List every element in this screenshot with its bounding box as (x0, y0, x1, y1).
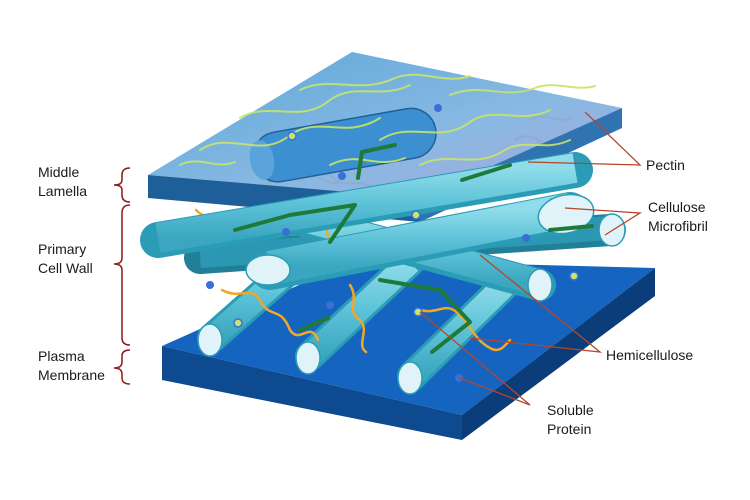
label-cellulose-microfibril: Cellulose Microfibril (648, 199, 709, 234)
protein-dot (326, 301, 334, 309)
plasma-membrane-bracket (113, 349, 131, 385)
upper-fibril-2 (245, 192, 595, 290)
left-brackets (113, 167, 131, 385)
primary-cell-wall-bracket (113, 204, 131, 346)
hemicellulose-link (460, 163, 512, 182)
protein-dot (413, 307, 423, 317)
protein-dot (411, 210, 421, 220)
label-middle-lamella: Middle Lamella (38, 164, 87, 199)
pectin-wisp (449, 84, 596, 96)
cellulose-leader (564, 207, 643, 236)
label-hemicellulose: Hemicellulose (606, 347, 693, 363)
protein-dot (282, 228, 290, 236)
pectin-strand (418, 306, 512, 352)
label-primary-cell-wall: Primary Cell Wall (38, 241, 93, 276)
pectin-wisp (419, 139, 571, 166)
label-plasma-membrane: Plasma Membrane (38, 348, 105, 383)
hemicellulose-leader (469, 254, 603, 353)
protein-dot (569, 271, 579, 281)
hemicellulose-links (233, 143, 594, 354)
pectin-strand (348, 283, 368, 354)
labels: Middle Lamella Primary Cell Wall Plasma … (38, 157, 709, 437)
middle-lamella-bracket (113, 167, 131, 203)
hemicellulose-link (356, 143, 397, 180)
pectin-wisp (179, 160, 236, 166)
pectin-wisp (329, 157, 406, 166)
leader-lines (419, 111, 643, 406)
label-soluble-protein: Soluble Protein (547, 402, 598, 437)
upper-fibril-1 (140, 152, 593, 258)
upper-fibrils (140, 152, 595, 290)
membrane-front-face (162, 346, 462, 440)
pectin-leader (527, 111, 642, 166)
pectin-wisp (239, 84, 411, 119)
lamella-protein-dot (287, 131, 297, 141)
protein-dot (455, 374, 463, 382)
hemicellulose-link (233, 203, 357, 244)
protein-dot (522, 234, 530, 242)
soluble-proteins (206, 210, 579, 382)
protein-leader (419, 311, 531, 406)
hemicellulose-link (298, 316, 330, 332)
label-pectin: Pectin (646, 157, 685, 173)
hemicellulose-link (548, 224, 594, 232)
protein-dot (206, 281, 214, 289)
protein-dot (233, 318, 243, 328)
lamella-embedded-fibril (249, 107, 437, 183)
lamella-protein-dot (434, 104, 442, 112)
lower-fibril-2 (295, 247, 425, 375)
pectin-strand (220, 288, 320, 342)
lamella-protein-dot (338, 172, 346, 180)
pectin-wisp (299, 73, 471, 91)
hemicellulose-link (378, 278, 472, 354)
pectin-wisp (379, 109, 551, 141)
